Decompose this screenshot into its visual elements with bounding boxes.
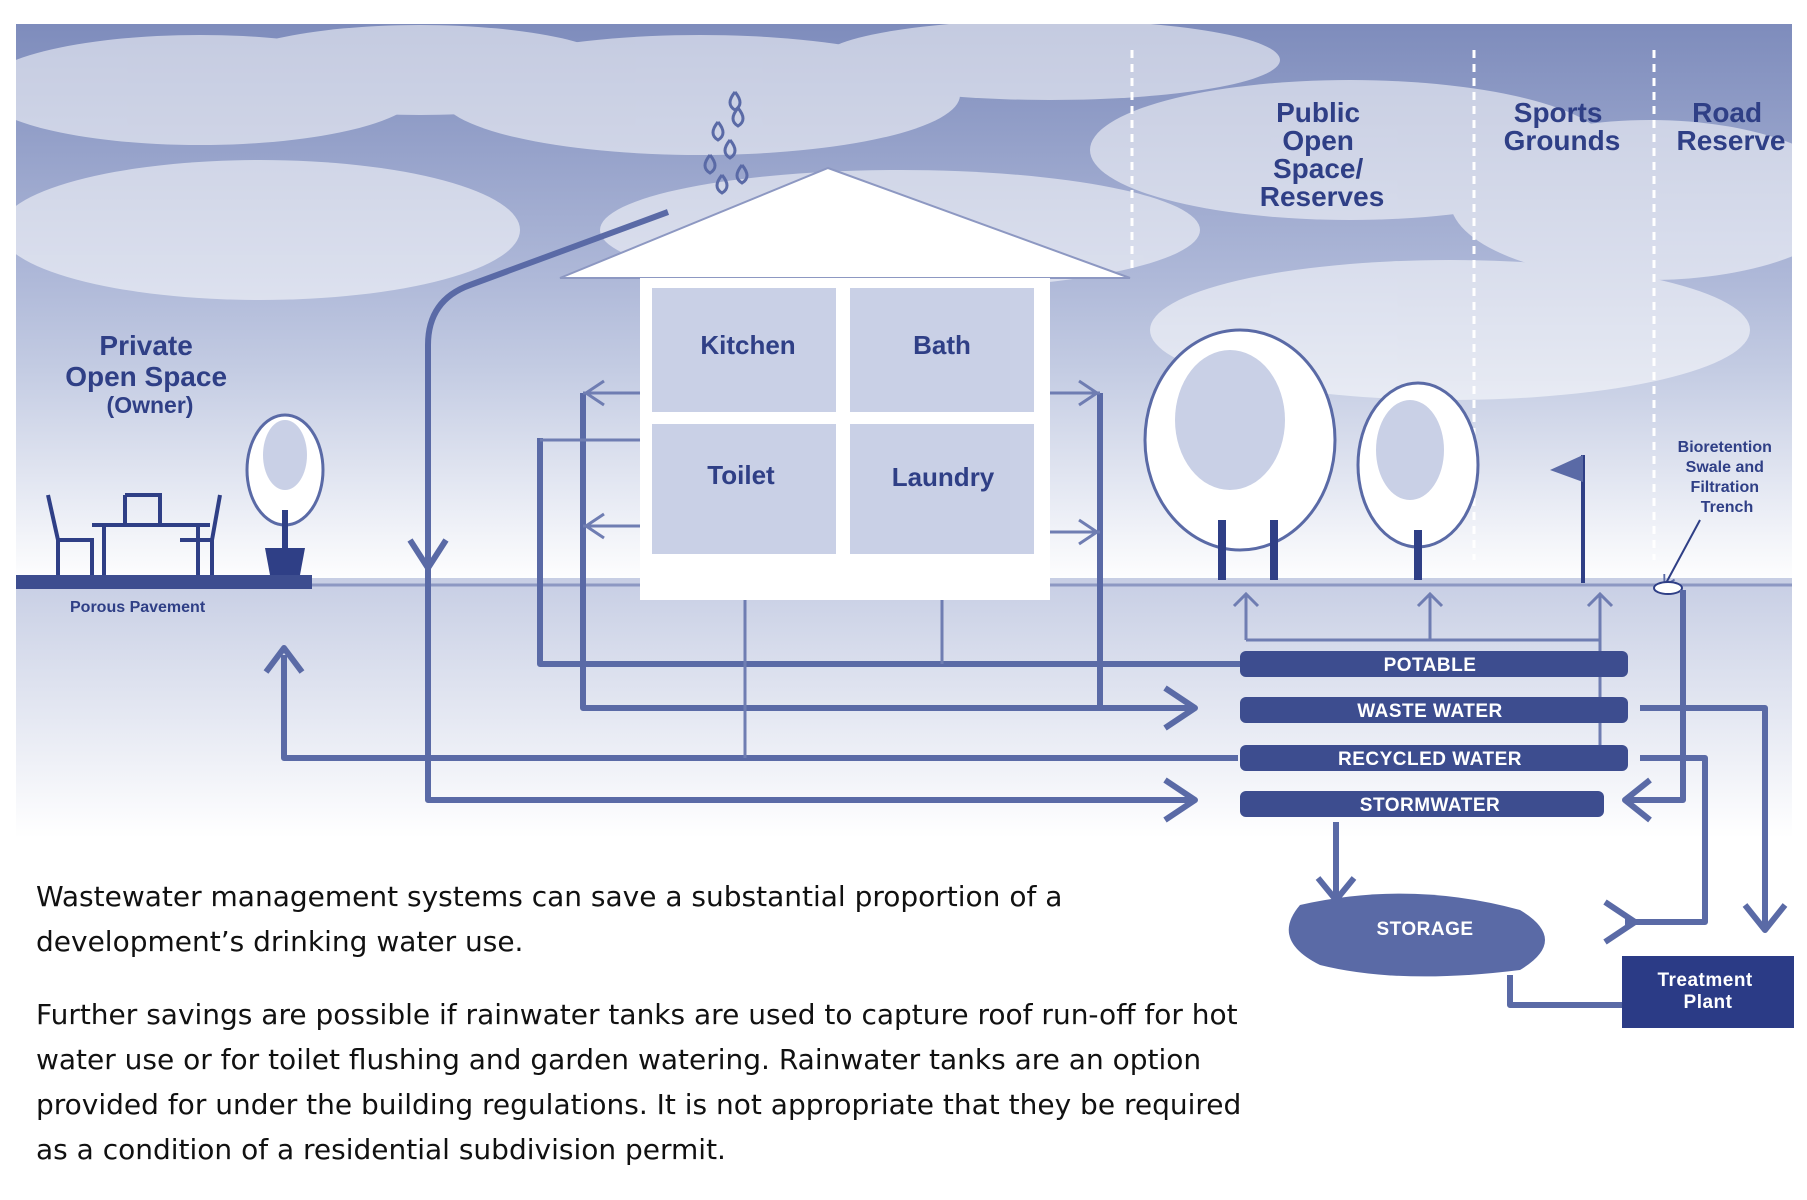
room-bath — [850, 288, 1034, 412]
pipe-potable — [1240, 651, 1628, 677]
recycled-to-garden — [281, 655, 1238, 761]
pipe-recycled-water-label: RECYCLED WATER — [1338, 749, 1522, 770]
label-porous-pavement: Porous Pavement — [70, 599, 206, 616]
caption-paragraph-2: Further savings are possible if rainwate… — [36, 998, 1242, 1166]
label-public-open-space: Public Open Space/ Reserves — [1260, 97, 1385, 212]
patio-furniture — [46, 493, 222, 575]
treatment-plant-label: Treatment Plant — [1657, 970, 1758, 1013]
bioretention-pointer — [1663, 519, 1701, 588]
road-to-stormwater — [1625, 590, 1686, 803]
room-kitchen-label: Kitchen — [700, 330, 795, 360]
pipe-waste-water — [1240, 697, 1628, 723]
treatment-arrow — [1742, 903, 1788, 933]
label-road-reserve: Road Reserve — [1677, 97, 1786, 156]
room-toilet-label: Toilet — [707, 460, 775, 490]
room-laundry-label: Laundry — [892, 462, 995, 492]
raindrops-icon — [703, 91, 749, 195]
pipe-stormwater-label: STORMWATER — [1360, 795, 1500, 816]
recycled-right — [1625, 755, 1708, 925]
flow-lines — [263, 209, 1788, 1008]
bioretention-swale — [1653, 581, 1683, 595]
pipe-recycled-water — [1240, 745, 1628, 771]
waste-water-arrow — [1163, 685, 1198, 731]
storage-pond — [1288, 893, 1545, 977]
room-bath-label: Bath — [913, 330, 971, 360]
room-kitchen — [652, 288, 836, 412]
storage-to-recycled-arrow — [1603, 899, 1638, 945]
caption: Wastewater management systems can save a… — [36, 874, 1276, 1200]
stormwater-arrow-right — [1622, 777, 1652, 823]
waste-water-collector — [580, 393, 1195, 711]
pipe-stormwater — [1240, 791, 1604, 817]
potted-tree — [245, 413, 325, 575]
flag-icon — [1550, 455, 1585, 583]
pipe-bands — [1240, 651, 1628, 817]
downpipe-arrow — [407, 538, 449, 571]
pipe-potable-label: POTABLE — [1384, 655, 1477, 676]
treatment-return — [1507, 975, 1622, 1008]
room-laundry — [850, 424, 1034, 554]
stormwater-arrow-left — [1163, 777, 1198, 823]
storage-label: STORAGE — [1376, 919, 1473, 940]
treatment-plant-box — [1622, 956, 1794, 1028]
house — [559, 166, 1131, 600]
room-toilet — [652, 424, 836, 554]
pipe-waste-water-label: WASTE WATER — [1357, 701, 1503, 722]
park-trees — [1143, 328, 1480, 580]
label-private-open-space: Private Open Space (Owner) — [65, 330, 235, 418]
garden-arrow — [263, 645, 305, 674]
label-bioretention: Bioretention Swale and Filtration Trench — [1678, 439, 1777, 516]
roof-downpipe — [425, 209, 1195, 803]
caption-paragraph-1: Wastewater management systems can save a… — [36, 880, 1063, 958]
label-sports-grounds: Sports Grounds — [1504, 97, 1621, 156]
porous-pavement-slab — [16, 575, 312, 589]
potable-supply — [537, 438, 1240, 667]
